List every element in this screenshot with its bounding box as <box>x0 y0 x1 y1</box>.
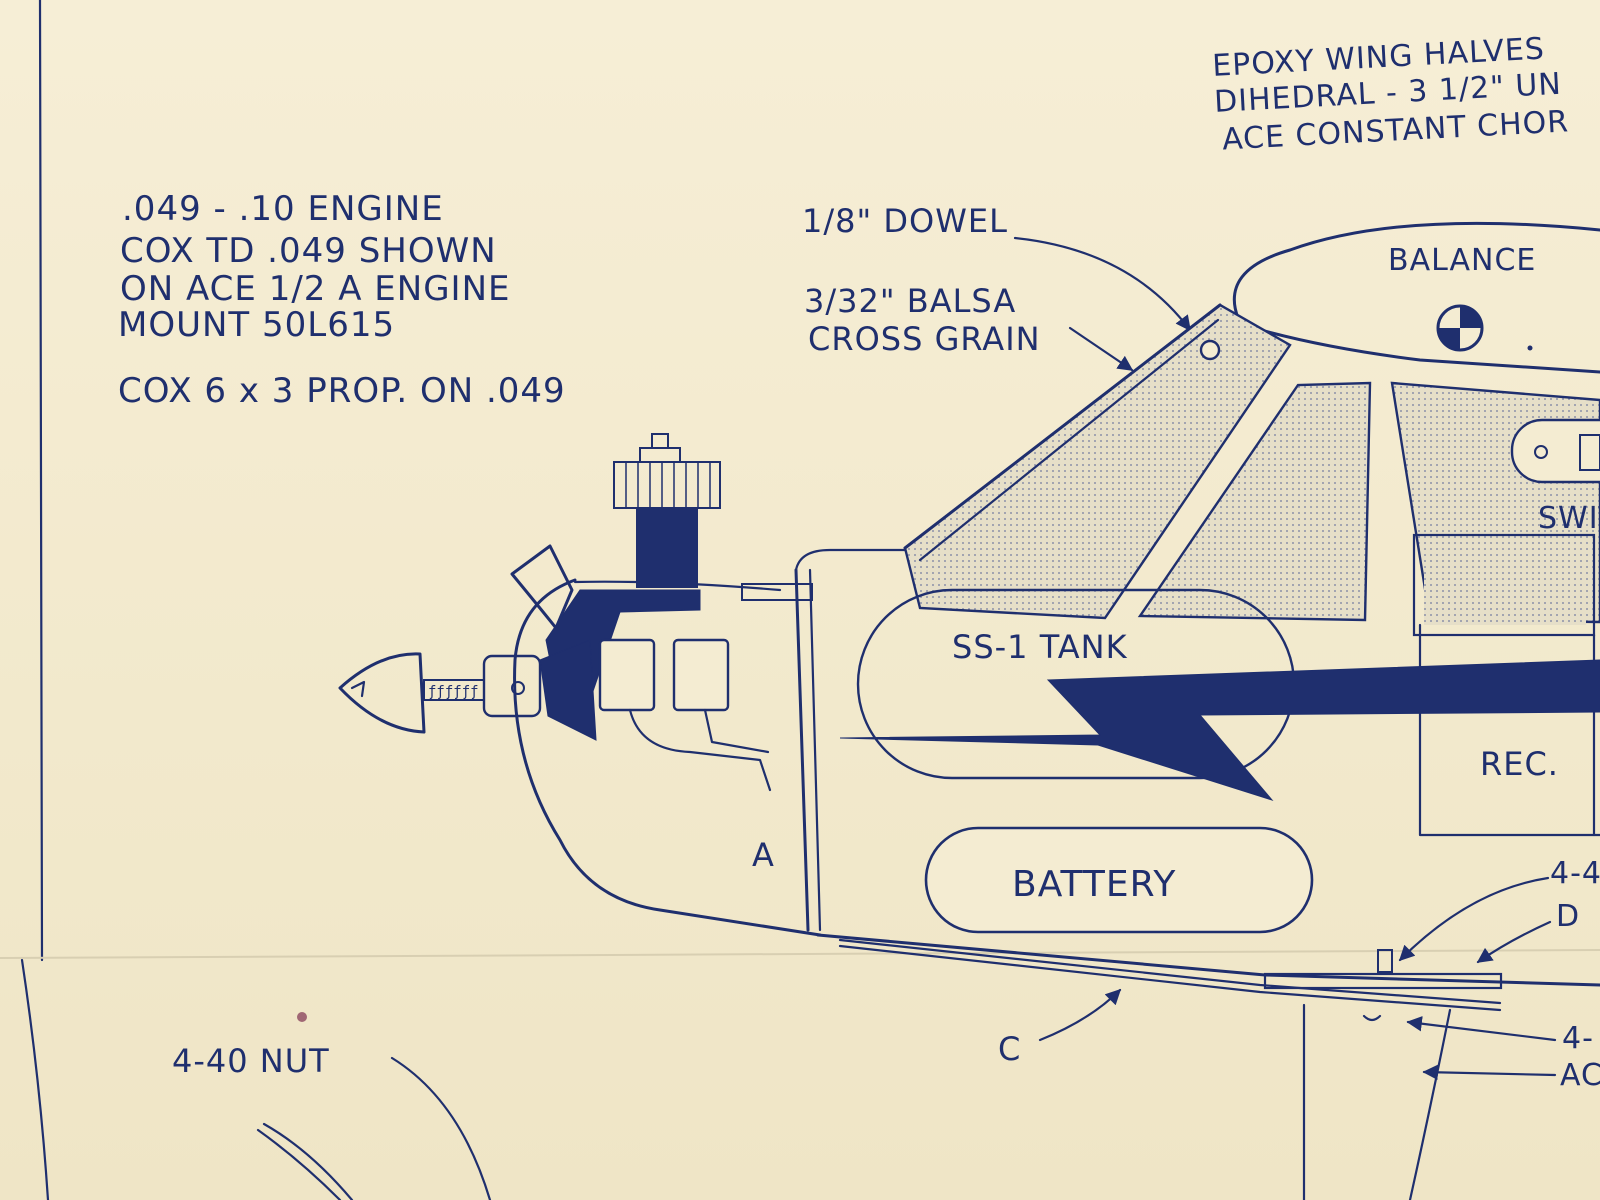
nut-leader <box>390 1056 492 1200</box>
right-leader-3 <box>1422 1064 1557 1081</box>
firewall-line-rear <box>808 568 822 932</box>
gear-leg-right <box>1408 1008 1452 1200</box>
nut-callout: 4-40 NUT <box>172 1042 330 1080</box>
prop-hub <box>482 654 542 718</box>
receiver-upper-box <box>1412 533 1596 637</box>
receiver-box <box>1418 623 1600 837</box>
prop-spinner <box>338 652 426 734</box>
wire-c-label: C <box>998 1030 1021 1068</box>
engine-venturi <box>510 544 574 630</box>
engine-note-line-3: ON ACE 1/2 A ENGINE <box>120 269 511 309</box>
receiver-hatch <box>1424 545 1586 625</box>
lower-border-line <box>20 958 50 1200</box>
paper-fold-crease <box>0 949 1600 959</box>
balsa-callout-line-1: 3/32" BALSA <box>804 282 1016 320</box>
spinner-tip-mark <box>350 680 366 698</box>
landing-gear-wire-2 <box>838 944 1502 1012</box>
firewall-line-front <box>794 568 810 932</box>
fuselage: BALANCE SWIT REC. SS-1 TANK B <box>513 221 1600 1200</box>
right-callout-3: AC <box>1560 1058 1600 1093</box>
engine-note-line-2: COX TD .049 SHOWN <box>120 231 497 271</box>
right-leader-d <box>1476 920 1552 964</box>
right-callout-2: 4- <box>1562 1021 1594 1056</box>
right-callout-d: D <box>1556 899 1580 934</box>
former-a-label: A <box>752 836 775 874</box>
battery-label: BATTERY <box>1012 864 1176 905</box>
gear-nut <box>1362 1014 1382 1022</box>
engine-note-line-1: .049 - .10 ENGINE <box>122 189 444 229</box>
ink-stain <box>297 1012 307 1022</box>
balance-label: BALANCE <box>1388 243 1536 278</box>
gear-block <box>1263 972 1503 990</box>
gear-bolt <box>1377 949 1393 973</box>
lower-part-line-2 <box>262 1122 354 1200</box>
border-line <box>38 0 44 962</box>
cowl-outline <box>513 578 822 937</box>
windshield-frame <box>903 303 1222 550</box>
balsa-callout-line-2: CROSS GRAIN <box>808 320 1041 358</box>
wing-saddle-outline <box>1232 221 1600 320</box>
switch-slot <box>1579 434 1600 471</box>
dowel-hole <box>1199 339 1221 361</box>
windshield-frame-inner <box>918 318 1220 562</box>
engine-note-line-4: MOUNT 50L615 <box>118 305 395 345</box>
balance-point-symbol <box>1436 304 1484 352</box>
firewall-top <box>794 548 907 572</box>
hub-screw <box>511 681 525 695</box>
wing-note: EPOXY WING HALVES DIHEDRAL - 3 1/2" UN A… <box>1211 31 1569 157</box>
dot-mark <box>1527 345 1533 351</box>
switch-screw <box>1534 445 1548 459</box>
right-callout-1: 4-4 <box>1550 856 1600 891</box>
engine-mount-bracket-2 <box>703 708 770 754</box>
engine-cylinder <box>636 508 698 588</box>
receiver-label: REC. <box>1480 745 1559 783</box>
side-window-front <box>1137 381 1372 622</box>
engine-note: .049 - .10 ENGINE COX TD .049 SHOWN ON A… <box>118 189 566 411</box>
engine-backplate <box>539 639 597 741</box>
lightning-stripe <box>839 659 1600 801</box>
battery-outline <box>924 826 1314 934</box>
exhaust-stack-1 <box>598 638 656 712</box>
switch-label: SWIT <box>1538 501 1600 536</box>
lower-part-line <box>256 1128 342 1200</box>
cox-engine: ƒƒƒƒƒƒ <box>338 433 772 792</box>
dowel-callout: 1/8" DOWEL <box>802 202 1008 240</box>
mount-plate <box>741 583 813 601</box>
shaft-thread-marks: ƒƒƒƒƒƒ <box>428 684 479 700</box>
tank-label: SS-1 TANK <box>952 628 1128 666</box>
exhaust-stack-2 <box>672 638 730 712</box>
landing-gear-wire <box>838 938 1502 1005</box>
engine-mount-bracket <box>628 708 772 792</box>
prop-note: COX 6 x 3 PROP. ON .049 <box>118 371 566 411</box>
wire-c-leader <box>1038 988 1122 1042</box>
dowel-leader <box>1013 236 1192 332</box>
right-leader-1 <box>1398 876 1550 962</box>
right-leader-2 <box>1406 1016 1557 1042</box>
switch-housing <box>1510 418 1600 484</box>
balsa-leader <box>1068 326 1134 372</box>
